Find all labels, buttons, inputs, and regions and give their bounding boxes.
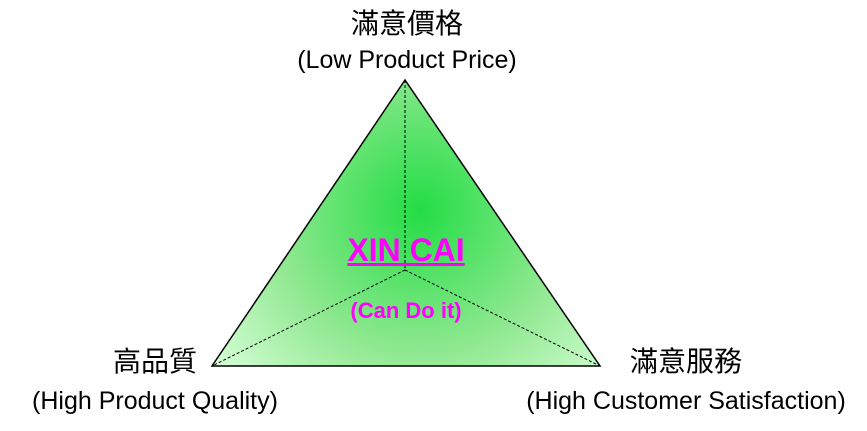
vertex-label-right: 滿意服務 (High Customer Satisfaction) [505,348,867,414]
vertex-top-english: (Low Product Price) [297,46,517,74]
center-title: XIN CAI [347,232,465,268]
divider-line-left [211,269,406,367]
vertex-left-english: (High Product Quality) [32,387,278,415]
vertex-right-chinese: 滿意服務 [629,345,742,378]
vertex-right-english: (High Customer Satisfaction) [526,387,846,415]
vertex-top-chinese: 滿意價格 [350,7,463,40]
center-subtitle: (Can Do it) [350,298,462,323]
vertex-left-chinese: 高品質 [112,345,197,378]
triangle-shape [210,78,602,367]
vertex-label-left: 高品質 (High Product Quality) [0,348,310,414]
divider-line-right [404,269,601,367]
vertex-label-top: 滿意價格 (Low Product Price) [257,10,557,73]
